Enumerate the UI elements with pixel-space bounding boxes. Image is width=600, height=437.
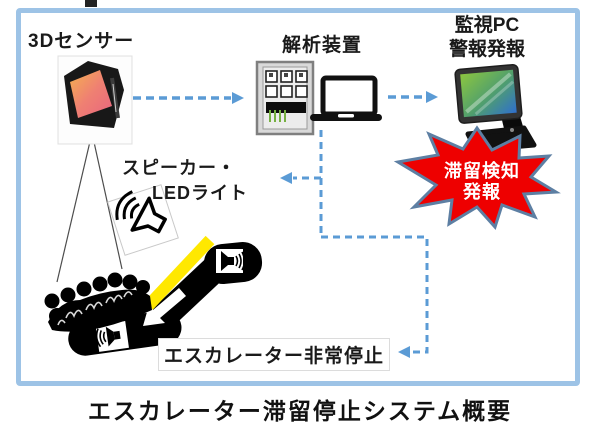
monitor-pc-label-line2: 警報発報 — [448, 39, 525, 60]
screenshot-artifact — [85, 0, 97, 7]
analyzer-label: 解析装置 — [282, 35, 363, 56]
sensor-label: 3Dセンサー — [28, 31, 135, 52]
arrow-analyzer-to-monitor — [388, 91, 438, 103]
speaker-led-icon — [107, 184, 179, 256]
connector-analyzer-to-speaker — [280, 130, 323, 237]
alert-burst — [393, 125, 561, 230]
crowd-icon — [44, 272, 152, 332]
touch-monitor-icon — [454, 63, 537, 153]
speaker-led-label-line2: LEDライト — [152, 183, 248, 203]
speaker-icon-top — [216, 249, 246, 273]
down-arrow — [143, 288, 186, 326]
arrow-sensor-to-analyzer — [133, 92, 244, 104]
speaker-icon-bottom — [95, 320, 129, 352]
speaker-led-label-line1: スピーカー・ — [122, 158, 236, 178]
3d-sensor-photo — [57, 55, 133, 145]
sensor-detection-cone — [56, 132, 123, 283]
alert-text-line1: 滞留検知 — [444, 161, 520, 181]
alert-text-line2: 発報 — [463, 182, 501, 202]
monitor-pc-label-line1: 監視PC — [454, 15, 520, 36]
connector-analyzer-to-escalator — [321, 235, 429, 358]
control-panel-icon — [255, 60, 315, 136]
emergency-stop-label: エスカレーター非常停止 — [158, 338, 391, 371]
laptop-icon — [310, 75, 382, 121]
monitor-pc-label: 監視PC 警報発報 — [427, 14, 547, 62]
escalator-icon — [68, 235, 263, 356]
figure-caption: エスカレーター滞留停止システム概要 — [87, 398, 513, 424]
alert-text: 滞留検知 発報 — [412, 161, 552, 203]
